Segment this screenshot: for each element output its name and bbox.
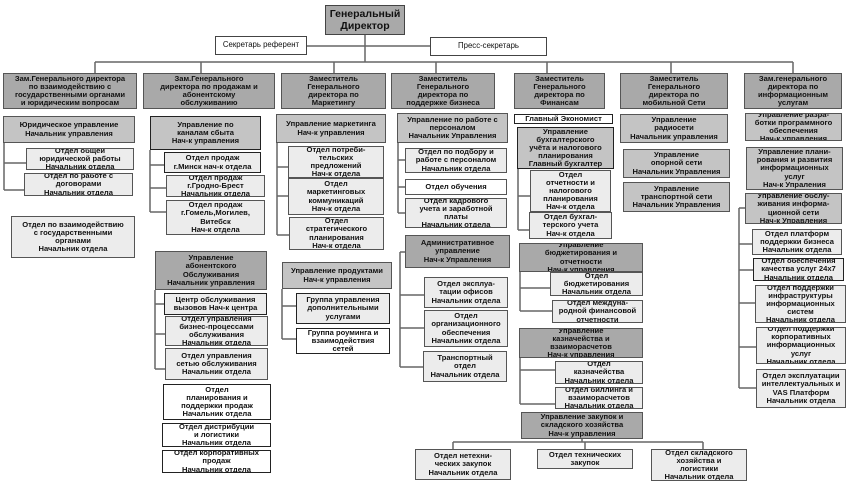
business-platforms-division-box: Отдел платформ поддержки бизнеса Начальн… xyxy=(752,229,842,255)
deputy-finance-box: Заместитель Генерального директора по Фи… xyxy=(514,73,605,109)
reporting-tax-division-box: Отдел отчетности и налогового планирован… xyxy=(530,170,611,212)
core-network-department-box: Управление опорной сети Начальник Управл… xyxy=(623,149,730,178)
quality-24x7-division-box: Отдел обеспечения качества услуг 24x7 На… xyxy=(753,258,844,281)
sales-gomel-box: Отдел продаж г.Гомель,Могилев, Витебск Н… xyxy=(166,200,265,235)
sales-minsk-box: Отдел продаж г.Минск нач-к отдела xyxy=(164,152,261,173)
deputy-legal-box: Зам.Генерального директора по взаимодейс… xyxy=(3,73,137,109)
contracts-division-box: Отдел по работе с договорами Начальник о… xyxy=(24,173,133,196)
products-department-box: Управление продуктами Нач-к управления xyxy=(282,262,392,289)
sales-grodno-brest-box: Отдел продаж г.Гродно-Брест Начальник от… xyxy=(166,175,265,197)
office-operations-division-box: Отдел эксплуа- тации офисов Начальник от… xyxy=(424,277,508,308)
legal-department-box: Юридическое управление Начальник управле… xyxy=(3,116,135,143)
call-center-box: Центр обслуживания вызовов Нач-к центра xyxy=(164,293,267,315)
software-dev-department-box: Управление разра- ботки программного обе… xyxy=(745,113,842,141)
technical-procurement-box: Отдел технических закупок xyxy=(537,449,633,469)
corporate-sales-division-box: Отдел корпоративных продаж Начальник отд… xyxy=(162,450,271,473)
admin-department-box: Административное управление Нач-к Управл… xyxy=(405,235,510,268)
marketing-comms-division-box: Отдел маркетинговых коммуникаций Нач-к о… xyxy=(288,178,384,215)
transport-division-box: Транспортный отдел Начальник отдела xyxy=(423,351,507,382)
distribution-division-box: Отдел дистрибуции и логистики Начальник … xyxy=(162,423,271,447)
procurement-department-box: Управление закупок и складского хозяйств… xyxy=(521,412,643,439)
corporate-info-services-division-box: Отдел поддержки корпоративных информацио… xyxy=(756,327,846,364)
deputy-marketing-box: Заместитель Генерального директора по Ма… xyxy=(281,73,386,109)
deputy-mobile-network-box: Заместитель Генерального директора по мо… xyxy=(620,73,728,109)
press-secretary-box: Пресс-секретарь xyxy=(430,37,547,56)
vas-group-box: Группа управления дополнительными услуга… xyxy=(296,293,390,324)
gov-relations-division-box: Отдел по взаимодействию с государственны… xyxy=(11,216,135,258)
budgeting-division-box: Отдел бюджетирования Начальник отдела xyxy=(550,272,643,296)
billing-division-box: Отдел биллинга и взаиморасчетов Начальни… xyxy=(555,387,643,409)
deputy-business-support-box: Заместитель Генерального директора по по… xyxy=(391,73,495,109)
accounting-department-box: Управление бухгалтерского учёта и налого… xyxy=(517,127,614,169)
recruitment-division-box: Отдел по подбору и работе с персоналом Н… xyxy=(405,148,507,173)
ifrs-division-box: Отдел междуна- родной финансовой отчетно… xyxy=(552,300,643,323)
deputy-info-services-box: Зам.генерального директора по информацио… xyxy=(744,73,842,109)
organizational-support-division-box: Отдел организационного обеспечения Начал… xyxy=(424,310,508,347)
radio-network-department-box: Управление радиосети Начальник управлени… xyxy=(620,114,728,143)
secretary-referent-box: Секретарь референт xyxy=(215,36,307,55)
deputy-sales-box: Зам.Генерального директора по продажам и… xyxy=(143,73,275,109)
info-services-planning-department-box: Управление плани- рования и развития инф… xyxy=(746,147,843,190)
hr-department-box: Управление по работе с персоналом Началь… xyxy=(397,113,508,143)
is-infrastructure-division-box: Отдел поддержки инфраструктуры информаци… xyxy=(755,285,846,323)
marketing-department-box: Управление маркетинга Нач-к управления xyxy=(276,114,386,143)
treasury-division-box: Отдел казначейства Начальник отдела xyxy=(555,361,643,384)
general-director-box: Генеральный Директор xyxy=(325,5,405,35)
roaming-group-box: Группа роуминга и взаимодействия сетей xyxy=(296,328,390,354)
sales-planning-division-box: Отдел планирования и поддержки продаж На… xyxy=(163,384,271,420)
budgeting-department-box: Управление бюджетирования и отчетности Н… xyxy=(519,243,643,272)
consumer-offers-division-box: Отдел потреби- тельских предложений Нач-… xyxy=(288,146,384,178)
warehouse-logistics-box: Отдел складского хозяйства и логистики Н… xyxy=(651,449,747,481)
payroll-division-box: Отдел кадрового учета и заработной платы… xyxy=(405,198,507,228)
vas-platforms-division-box: Отдел эксплуатации интеллектуальных и VA… xyxy=(756,369,846,408)
transport-network-department-box: Управление транспортной сети Начальник У… xyxy=(623,182,730,212)
bookkeeping-division-box: Отдел бухгал- терского учета Нач-к отдел… xyxy=(529,212,612,239)
sales-channels-department-box: Управление по каналам сбыта Нач-к управл… xyxy=(150,116,261,150)
service-network-division-box: Отдел управления сетью обслуживания Нача… xyxy=(165,348,268,380)
subscriber-service-department-box: Управление абонентского Обслуживания Нач… xyxy=(155,251,267,290)
non-technical-procurement-box: Отдел нетехни- ческих закупок Начальник … xyxy=(415,449,511,480)
general-legal-division-box: Отдел общей юридической работы Начальник… xyxy=(26,148,134,170)
training-division-box: Отдел обучения xyxy=(405,179,507,195)
info-network-service-department-box: Управление обслу- живания информа- ционн… xyxy=(745,193,842,224)
chief-economist-box: Главный Экономист xyxy=(514,114,613,124)
service-process-division-box: Отдел управления бизнес-процессами обслу… xyxy=(165,316,268,346)
strategic-planning-division-box: Отдел стратегического планирования Нач-к… xyxy=(289,217,384,250)
treasury-department-box: Управление казначейства и взаиморасчетов… xyxy=(519,328,643,358)
